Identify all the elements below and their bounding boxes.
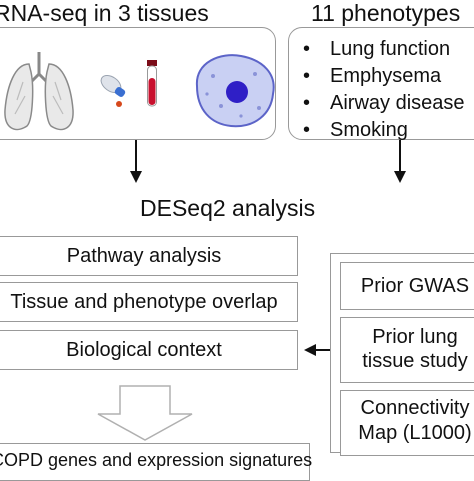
phenotypes-box [288, 27, 474, 140]
connectivity-map-line1: Connectivity [360, 397, 470, 419]
phenotype-item: •Airway disease [303, 90, 465, 117]
phenotypes-title: 11 phenotypes [311, 0, 461, 26]
overlap-label: Tissue and phenotype overlap [10, 291, 278, 313]
pathway-analysis-box: Pathway analysis [0, 236, 298, 276]
pathway-analysis-label: Pathway analysis [66, 245, 222, 267]
bullet-icon: • [303, 92, 311, 114]
prior-gwas-label: Prior GWAS [360, 275, 470, 297]
copd-signatures-label: COPD genes and expression signatures [0, 450, 313, 470]
phenotype-item: •Lung function [303, 36, 465, 63]
biological-context-label: Biological context [66, 339, 222, 361]
lungs-icon [4, 52, 74, 131]
blood-tube-icon [147, 60, 157, 107]
prior-lung-study-line2: tissue study [362, 350, 468, 372]
copd-signatures-box: COPD genes and expression signatures [0, 443, 313, 481]
phenotype-list: •Lung function •Emphysema •Airway diseas… [303, 36, 465, 144]
nasal-swab-icon [100, 74, 126, 107]
connectivity-map-box: Connectivity Map (L1000) [340, 390, 474, 456]
connectivity-map-line2: Map (L1000) [358, 422, 472, 444]
biological-context-box: Biological context [0, 330, 298, 370]
prior-lung-study-box: Prior lung tissue study [340, 317, 474, 383]
prior-lung-study-line1: Prior lung [372, 326, 458, 348]
tissues-box [0, 27, 276, 140]
bullet-icon: • [303, 38, 311, 60]
tissue-icons [4, 52, 275, 131]
phenotype-item: •Emphysema [303, 63, 465, 90]
prior-gwas-box: Prior GWAS [340, 262, 474, 310]
bullet-icon: • [303, 119, 311, 141]
bullet-icon: • [303, 65, 311, 87]
rnaseq-title: RNA-seq in 3 tissues [0, 0, 209, 26]
block-down-arrow [97, 385, 193, 441]
phenotype-item: •Smoking [303, 117, 465, 144]
overlap-box: Tissue and phenotype overlap [0, 282, 298, 322]
deseq-title: DESeq2 analysis [140, 195, 316, 221]
cell-icon [195, 54, 275, 128]
